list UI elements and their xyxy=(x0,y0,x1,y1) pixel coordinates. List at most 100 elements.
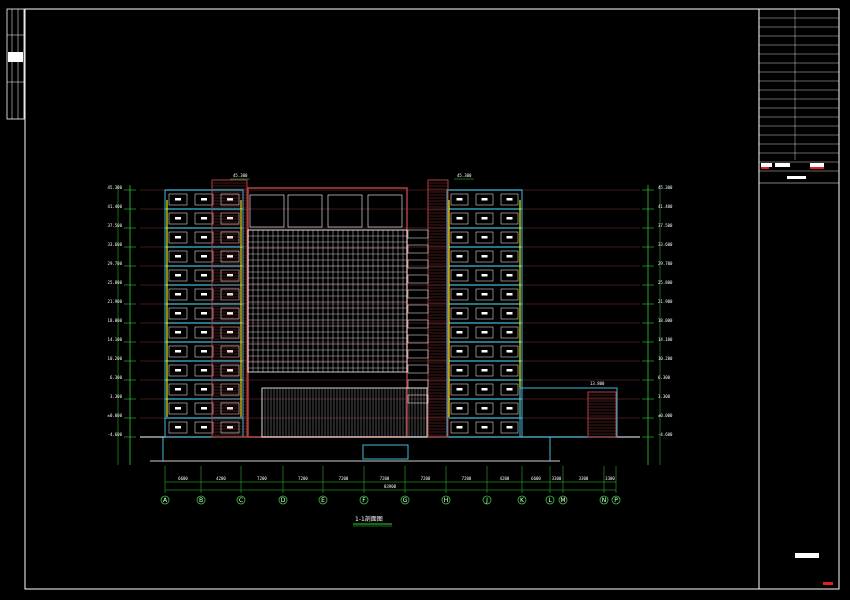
left-wing-window xyxy=(220,421,240,434)
right-wing-window-mark xyxy=(506,388,513,391)
drawing-frame xyxy=(24,8,840,590)
left-wing-window xyxy=(220,250,240,263)
axis-bubble xyxy=(611,495,621,505)
dimension-value: 7200 xyxy=(339,476,349,481)
left-wing-window xyxy=(194,326,214,339)
stamp-mark-2 xyxy=(775,163,790,167)
lobby-glazing xyxy=(261,387,428,438)
right-wing-window xyxy=(450,307,469,320)
atrium-top-frame xyxy=(327,194,363,228)
dimension-value: 3300 xyxy=(605,476,615,481)
right-wing-window xyxy=(500,212,519,225)
axis-bubble xyxy=(278,495,288,505)
atrium-top-frame xyxy=(249,194,285,228)
right-wing-window-mark xyxy=(481,388,488,391)
right-wing-window xyxy=(500,364,519,377)
left-wing-window xyxy=(168,307,188,320)
right-wing-window-mark xyxy=(506,407,513,410)
stair-landing xyxy=(407,289,429,299)
right-wing-window-mark xyxy=(481,426,488,429)
level-label: 14.100 xyxy=(658,337,673,342)
level-marks-left: 45.30041.40037.50033.60029.70025.80021.9… xyxy=(108,185,136,465)
stair-landing xyxy=(407,364,429,374)
annex-brick-wall xyxy=(587,391,617,438)
left-wing-window-mark xyxy=(175,388,181,391)
right-wing-window-mark xyxy=(481,217,488,220)
left-wing-window-mark xyxy=(201,293,207,296)
left-wing-window-mark xyxy=(175,274,181,277)
left-wing-window-mark xyxy=(175,198,181,201)
dimension-value: 3300 xyxy=(579,476,589,481)
right-wing-window xyxy=(475,193,494,206)
right-wing-window-mark xyxy=(506,426,513,429)
level-label: 3.300 xyxy=(110,394,123,399)
dimension-value: 7200 xyxy=(421,476,431,481)
dimension-value: 4200 xyxy=(216,476,226,481)
level-marks-right: 45.30041.40037.50033.60029.70025.80021.9… xyxy=(642,185,673,465)
left-wing-window-mark xyxy=(227,350,233,353)
right-wing-window-mark xyxy=(456,350,463,353)
axis-bubble xyxy=(400,495,410,505)
right-wing-window xyxy=(500,402,519,415)
dimension-value: 4200 xyxy=(500,476,510,481)
basement-outline xyxy=(162,436,551,462)
right-wing-window-mark xyxy=(506,312,513,315)
level-label: ±0.000 xyxy=(658,413,673,418)
axis-label: F xyxy=(362,497,366,504)
axis-bubble xyxy=(236,495,246,505)
axis-bubble xyxy=(359,495,369,505)
dimension-value: 3300 xyxy=(552,476,562,481)
right-wing-window-mark xyxy=(481,293,488,296)
dimension-value: 7200 xyxy=(257,476,267,481)
stair-landing xyxy=(407,304,429,314)
left-wing-window xyxy=(194,193,214,206)
left-wing-window xyxy=(168,212,188,225)
annex-level-text: 13.800 xyxy=(590,381,605,386)
level-label: 29.700 xyxy=(108,261,123,266)
stair-landing xyxy=(407,394,429,404)
left-wing-window-mark xyxy=(201,217,207,220)
right-wing-window-mark xyxy=(506,217,513,220)
right-wing-window-mark xyxy=(456,369,463,372)
axis-bubble xyxy=(599,495,609,505)
right-wing-window xyxy=(450,193,469,206)
left-wing-window-mark xyxy=(201,312,207,315)
left-wing-window-mark xyxy=(175,312,181,315)
axis-bubble xyxy=(441,495,451,505)
right-wing-window-mark xyxy=(456,426,463,429)
left-wing-window-mark xyxy=(175,293,181,296)
stair-landing xyxy=(407,229,429,239)
right-wing-window xyxy=(500,231,519,244)
right-wing-window xyxy=(475,402,494,415)
left-wing-window-mark xyxy=(175,255,181,258)
drawing-title: 1-1剖面图 xyxy=(355,515,383,523)
right-wing-window-mark xyxy=(456,293,463,296)
axis-label: C xyxy=(239,497,243,504)
left-wing-window xyxy=(194,421,214,434)
right-wing-window-mark xyxy=(506,293,513,296)
level-label: 37.500 xyxy=(658,223,673,228)
right-wing-window xyxy=(475,250,494,263)
right-wing-window xyxy=(475,345,494,358)
left-brick-tower xyxy=(211,179,248,438)
dimension-value: 7200 xyxy=(380,476,390,481)
left-wing-window xyxy=(194,288,214,301)
right-wing-window xyxy=(450,402,469,415)
left-wing-window-mark xyxy=(227,274,233,277)
stair-landing xyxy=(407,379,429,389)
level-label: 41.400 xyxy=(658,204,673,209)
axis-label: J xyxy=(485,497,488,504)
left-wing-window xyxy=(194,231,214,244)
right-wing-window-mark xyxy=(506,274,513,277)
axis-label: H xyxy=(444,497,449,504)
left-wing-window xyxy=(194,345,214,358)
title-block-label xyxy=(787,176,806,179)
right-wing-window xyxy=(500,307,519,320)
axis-label: E xyxy=(321,497,325,504)
left-wing-window xyxy=(168,269,188,282)
axis-label: G xyxy=(403,497,408,504)
right-wing-window xyxy=(450,345,469,358)
left-wing-window xyxy=(168,231,188,244)
level-label: 33.600 xyxy=(108,242,123,247)
stamp-mark-3 xyxy=(810,163,824,167)
